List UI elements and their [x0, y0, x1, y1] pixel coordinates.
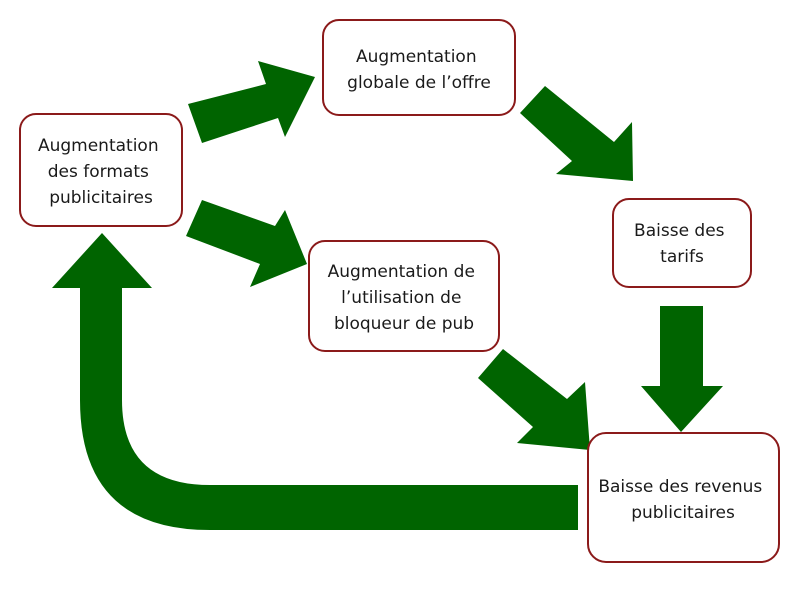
node-tarifs: Baisse des tarifs: [612, 198, 752, 288]
node-tarifs-line-2: tarifs: [660, 247, 704, 267]
node-bloqueur-line-3: bloqueur de pub: [334, 314, 474, 334]
node-revenus-line-1: Baisse des revenus: [598, 477, 762, 497]
node-offre-line-2: globale de l’offre: [347, 73, 491, 93]
node-formats-line-3: publicitaires: [49, 188, 153, 208]
arrow-formats-to-offre: [188, 61, 315, 143]
svg-text:Augmentation globale de: Augmentation globale de l’offre: [347, 47, 491, 93]
node-offre-line-1: Augmentation: [356, 47, 477, 67]
node-formats-line-1: Augmentation: [38, 136, 159, 156]
node-revenus: Baisse des revenus publicitaires: [587, 432, 780, 563]
svg-text:Baisse des tarifs: Baisse des tarifs: [634, 221, 730, 267]
arrow-bloqueur-to-revenus: [478, 349, 590, 450]
svg-text:Baisse des revenus publi: Baisse des revenus publicitaires: [598, 477, 767, 523]
node-formats: Augmentation des formats publicitaires: [19, 113, 183, 227]
node-bloqueur-line-1: Augmentation de: [328, 262, 475, 282]
node-revenus-line-2: publicitaires: [631, 503, 735, 523]
arrow-formats-to-bloqueur: [186, 200, 307, 287]
svg-text:Augmentation de l’utilis: Augmentation de l’utilisation de bloqueu…: [328, 262, 481, 334]
node-bloqueur-line-2: l’utilisation de: [341, 288, 461, 308]
arrow-revenus-to-formats: [52, 233, 578, 530]
node-formats-line-2: des formats: [48, 162, 149, 182]
node-bloqueur: Augmentation de l’utilisation de bloqueu…: [308, 240, 500, 352]
arrow-tarifs-to-revenus: [641, 306, 723, 432]
node-offre: Augmentation globale de l’offre: [322, 19, 516, 116]
arrow-offre-to-tarifs: [520, 86, 633, 181]
svg-text:Augmentation des formats: Augmentation des formats publicitaires: [38, 136, 164, 208]
node-tarifs-line-1: Baisse des: [634, 221, 725, 241]
